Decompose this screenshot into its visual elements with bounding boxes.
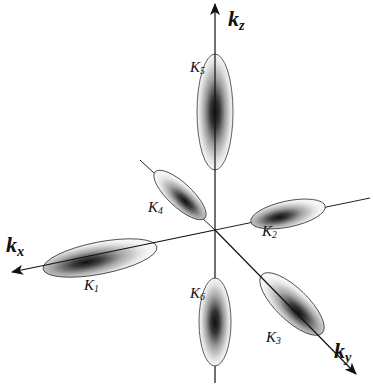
axis-label: kx (6, 234, 24, 258)
ellipsoid (248, 193, 328, 234)
axis-arrow (215, 230, 356, 374)
ellipsoid (147, 163, 213, 227)
spot-label: K2 (262, 224, 277, 240)
axis-label: kz (228, 8, 245, 32)
spot-label: K5 (190, 60, 205, 76)
spot-label: K4 (148, 200, 163, 216)
spot-label: K1 (84, 278, 99, 294)
ellipsoid (251, 263, 334, 344)
spot-label: K6 (190, 286, 205, 302)
axis-label: ky (334, 340, 351, 364)
ellipsoid (199, 278, 231, 366)
axis-line (140, 160, 215, 230)
axis-arrow (12, 230, 215, 272)
spot-label: K3 (266, 330, 281, 346)
ellipsoid (40, 231, 160, 285)
